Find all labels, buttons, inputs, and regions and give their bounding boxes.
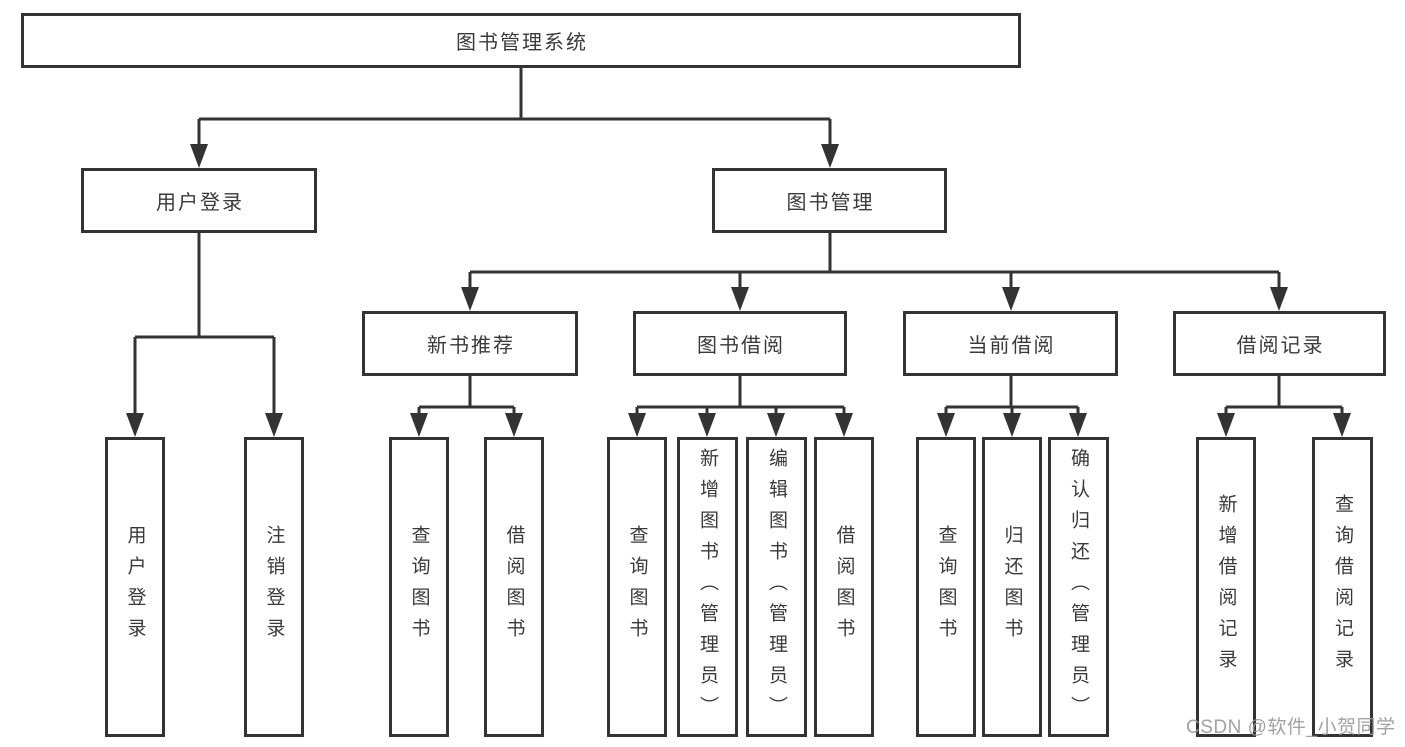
arrowhead-icon (1003, 413, 1021, 437)
arrowhead-icon (410, 413, 428, 437)
arrowhead-icon (1217, 413, 1235, 437)
arrowhead-icon (505, 413, 523, 437)
leaf-borrow-edit-books-admin: 编辑图书（管理员） (746, 437, 807, 737)
connector-book-mgmt-to-level3 (468, 233, 1281, 291)
leaf-label: 查询图书 (626, 525, 648, 649)
leaf-current-query-books: 查询图书 (916, 437, 976, 737)
node-user-login: 用户登录 (81, 168, 317, 233)
arrowhead-icon (628, 413, 646, 437)
arrowhead-icon (1270, 287, 1288, 311)
connector-root-to-level2 (197, 68, 832, 148)
leaf-records-add-borrow-record: 新增借阅记录 (1196, 437, 1256, 737)
arrowhead-icon (731, 287, 749, 311)
leaf-label: 查询图书 (408, 525, 430, 649)
arrowhead-icon (767, 413, 785, 437)
leaf-label: 确认归还（管理员） (1068, 447, 1089, 727)
arrowhead-icon (1333, 413, 1351, 437)
node-book-management: 图书管理 (712, 168, 947, 233)
arrowhead-icon (835, 413, 853, 437)
leaf-label: 借阅图书 (833, 525, 855, 649)
leaf-logout: 注销登录 (244, 437, 304, 737)
connector-new-book-to-leaves (417, 376, 516, 417)
arrowhead-icon (698, 413, 716, 437)
node-current-borrow: 当前借阅 (903, 311, 1118, 376)
arrowhead-icon (1002, 287, 1020, 311)
leaf-borrow-borrow-books: 借阅图书 (814, 437, 874, 737)
arrowhead-icon (190, 144, 208, 168)
leaf-newbook-query-books: 查询图书 (389, 437, 449, 737)
leaf-label: 编辑图书（管理员） (766, 447, 787, 727)
node-new-book-recommend: 新书推荐 (362, 311, 578, 376)
arrowhead-icon (265, 413, 283, 437)
node-book-borrow: 图书借阅 (633, 311, 847, 376)
leaf-records-query-borrow-record: 查询借阅记录 (1312, 437, 1373, 737)
connector-borrow-records-to-leaves (1224, 376, 1344, 417)
leaf-label: 新增借阅记录 (1215, 494, 1237, 680)
csdn-watermark: CSDN @软件_小贺同学 (1186, 717, 1396, 738)
connector-book-borrow-to-leaves (635, 376, 846, 417)
leaf-borrow-query-books: 查询图书 (607, 437, 667, 737)
leaf-label: 查询图书 (935, 525, 957, 649)
leaf-label: 借阅图书 (503, 525, 525, 649)
leaf-label: 归还图书 (1001, 525, 1023, 649)
connector-user-login-to-leaves (133, 233, 276, 417)
node-borrow-records: 借阅记录 (1173, 311, 1386, 376)
arrowhead-icon (1069, 413, 1087, 437)
node-root: 图书管理系统 (21, 13, 1021, 68)
arrowhead-icon (126, 413, 144, 437)
leaf-borrow-add-books-admin: 新增图书（管理员） (677, 437, 738, 737)
leaf-newbook-borrow-books: 借阅图书 (484, 437, 544, 737)
leaf-label: 查询借阅记录 (1332, 494, 1353, 680)
leaf-current-return-books: 归还图书 (982, 437, 1042, 737)
leaf-label: 注销登录 (263, 525, 285, 649)
leaf-label: 用户登录 (124, 525, 146, 649)
connector-current-borrow-to-leaves (944, 376, 1080, 417)
leaf-label: 新增图书（管理员） (697, 447, 718, 727)
leaf-user-login: 用户登录 (105, 437, 165, 737)
arrowhead-icon (821, 144, 839, 168)
arrowhead-icon (937, 413, 955, 437)
leaf-current-confirm-return-admin: 确认归还（管理员） (1048, 437, 1109, 737)
arrowhead-icon (461, 287, 479, 311)
